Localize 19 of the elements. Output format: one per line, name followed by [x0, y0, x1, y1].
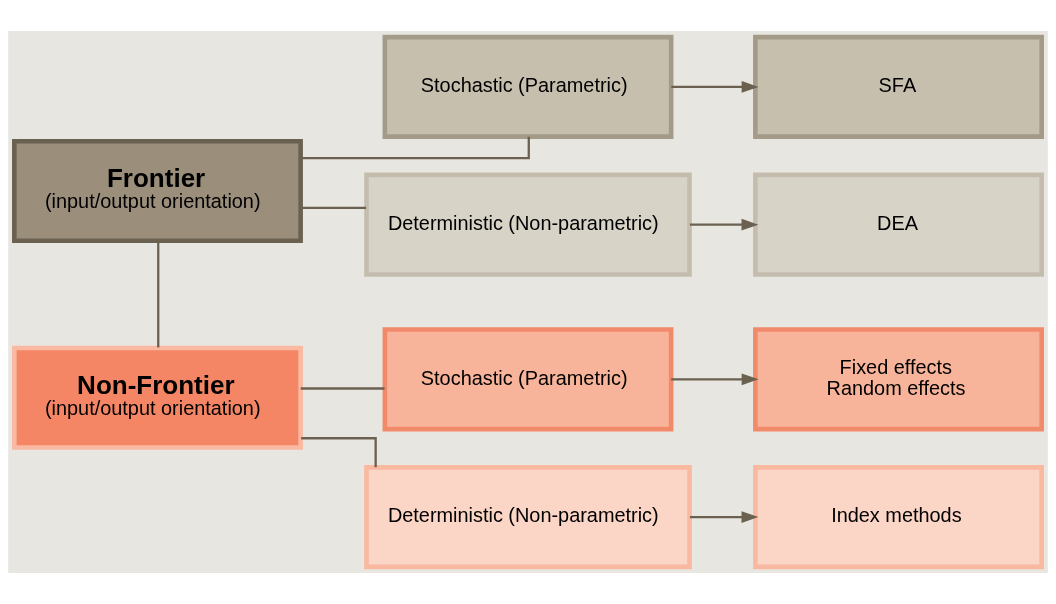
node-box: DEA [753, 172, 1044, 277]
connector [157, 241, 160, 348]
connector [301, 437, 377, 468]
connector [300, 206, 367, 209]
node-box: Deterministic (Non-parametric) [364, 172, 692, 277]
arrow [671, 81, 759, 93]
node-box: Stochastic (Parametric) [382, 34, 674, 139]
connector [301, 136, 530, 160]
node-box: Index methods [753, 465, 1044, 570]
node-box: Non-Frontier (input/output orientation) [12, 345, 303, 450]
node-box: SFA [753, 34, 1044, 139]
node-box: Stochastic (Parametric) [382, 327, 674, 432]
arrow [671, 373, 759, 386]
arrow [689, 511, 759, 523]
node-box: Deterministic (Non-parametric) [364, 465, 692, 570]
connector [300, 387, 385, 390]
arrow [689, 218, 759, 231]
node-box: Frontier (input/output orientation) [12, 138, 303, 244]
node-box: Fixed effects Random effects [753, 327, 1044, 432]
